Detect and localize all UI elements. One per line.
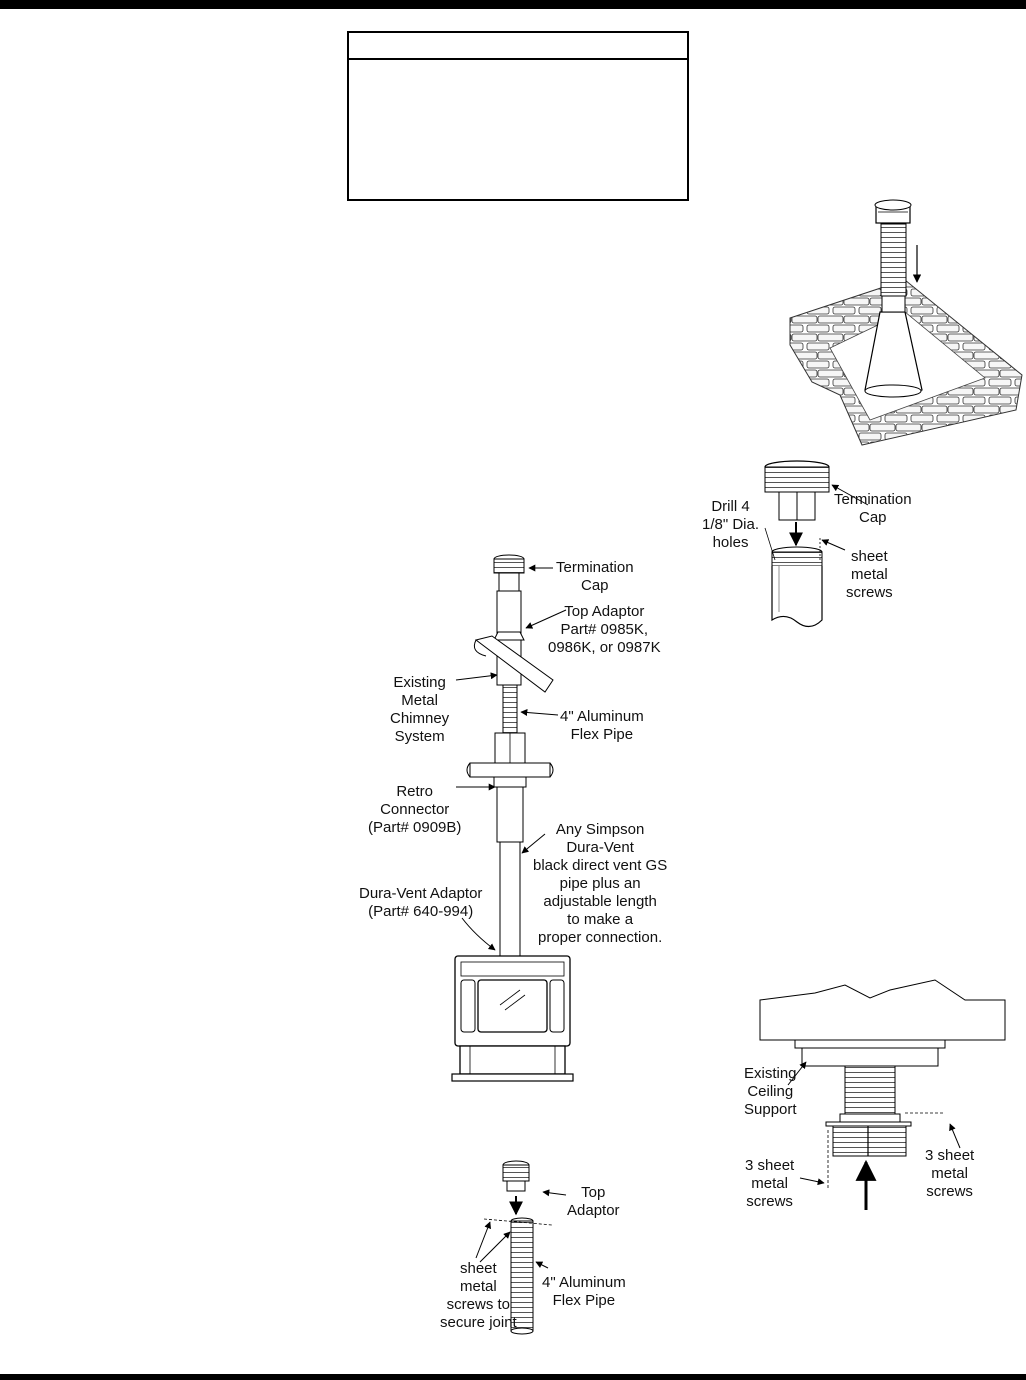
adaptor-flex-pipe-label: 4" Aluminum Flex Pipe — [542, 1274, 626, 1309]
top-rule — [0, 0, 1026, 9]
chimney-top-adaptor-label: Top Adaptor Part# 0985K, 0986K, or 0987K — [548, 603, 661, 656]
cap-screws-label: sheet metal screws — [846, 548, 893, 601]
existing-chimney-label: Existing Metal Chimney System — [390, 674, 450, 745]
ceiling-support-figure — [759, 979, 1006, 1210]
adaptor-top-label: Top Adaptor — [567, 1184, 620, 1219]
chimney-flex-pipe-label: 4" Aluminum Flex Pipe — [560, 708, 644, 743]
ceiling-screws-left-label: 3 sheet metal screws — [745, 1157, 795, 1210]
roof-termination-figure — [789, 199, 1023, 446]
notice-box-divider — [349, 58, 687, 60]
cap-drill-label: Drill 4 1/8" Dia. holes — [702, 498, 760, 551]
notice-box — [347, 31, 689, 201]
ceiling-support-label: Existing Ceiling Support — [744, 1065, 797, 1118]
chimney-system-figure — [451, 554, 574, 1082]
chimney-termination-cap-label: Termination Cap — [556, 559, 634, 594]
retro-connector-label: Retro Connector (Part# 0909B) — [368, 783, 462, 836]
bottom-rule — [0, 1374, 1026, 1380]
cap-detail-figure — [764, 460, 869, 628]
cap-termination-label: Termination Cap — [834, 491, 912, 526]
ceiling-screws-right-label: 3 sheet metal screws — [925, 1147, 975, 1200]
simpson-pipe-label: Any Simpson Dura-Vent black direct vent … — [533, 821, 668, 946]
adaptor-screws-label: sheet metal screws to secure joint — [440, 1260, 517, 1331]
adaptor-detail-figure — [475, 1160, 567, 1335]
duravent-adaptor-label: Dura-Vent Adaptor (Part# 640-994) — [359, 885, 483, 920]
